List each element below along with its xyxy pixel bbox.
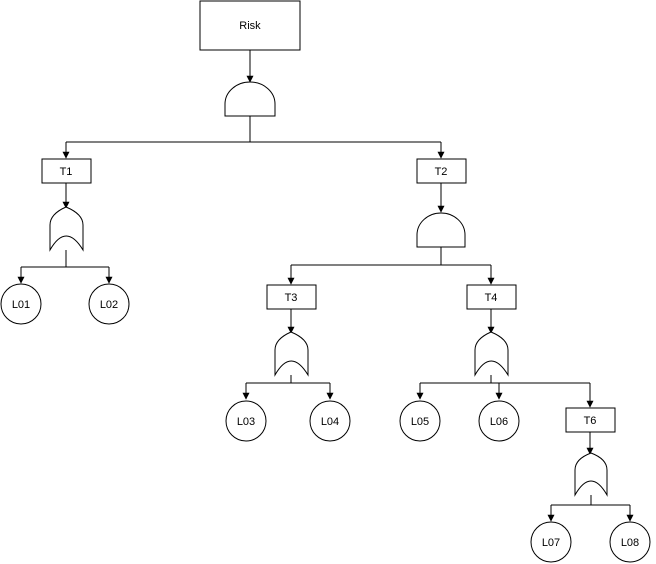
event-t3-label: T3 xyxy=(285,292,298,304)
leaf-event-l01: L01 xyxy=(0,283,42,325)
top-event-label: Risk xyxy=(239,20,261,32)
event-t6-label: T6 xyxy=(584,415,597,427)
leaf-event-l08: L08 xyxy=(609,521,651,563)
event-t4: T4 xyxy=(466,284,517,310)
leaf-l07-label: L07 xyxy=(542,537,560,549)
or-gate-t6 xyxy=(574,452,608,497)
and-gate-t2 xyxy=(416,212,466,248)
event-t4-label: T4 xyxy=(485,292,498,304)
or-gate-t3 xyxy=(274,331,309,377)
leaf-event-l05: L05 xyxy=(399,400,441,442)
leaf-event-l04: L04 xyxy=(309,400,351,442)
leaf-l02-label: L02 xyxy=(100,299,118,311)
and-gate-risk xyxy=(224,81,276,117)
or-gate-t1 xyxy=(49,206,84,252)
leaf-event-l02: L02 xyxy=(88,283,130,325)
leaf-l01-label: L01 xyxy=(12,299,30,311)
leaf-l03-label: L03 xyxy=(237,416,255,428)
top-event-risk: Risk xyxy=(199,0,301,51)
leaf-event-l03: L03 xyxy=(225,400,267,442)
leaf-l08-label: L08 xyxy=(621,537,639,549)
or-gate-t4 xyxy=(474,331,509,377)
event-t2-label: T2 xyxy=(435,166,448,178)
event-t1-label: T1 xyxy=(60,166,73,178)
leaf-event-l06: L06 xyxy=(478,400,520,442)
event-t2: T2 xyxy=(416,158,467,184)
leaf-event-l07: L07 xyxy=(530,521,572,563)
leaf-l05-label: L05 xyxy=(411,416,429,428)
leaf-l04-label: L04 xyxy=(321,416,339,428)
event-t3: T3 xyxy=(266,284,317,310)
event-t1: T1 xyxy=(41,158,92,184)
event-t6: T6 xyxy=(565,407,616,433)
leaf-l06-label: L06 xyxy=(490,416,508,428)
